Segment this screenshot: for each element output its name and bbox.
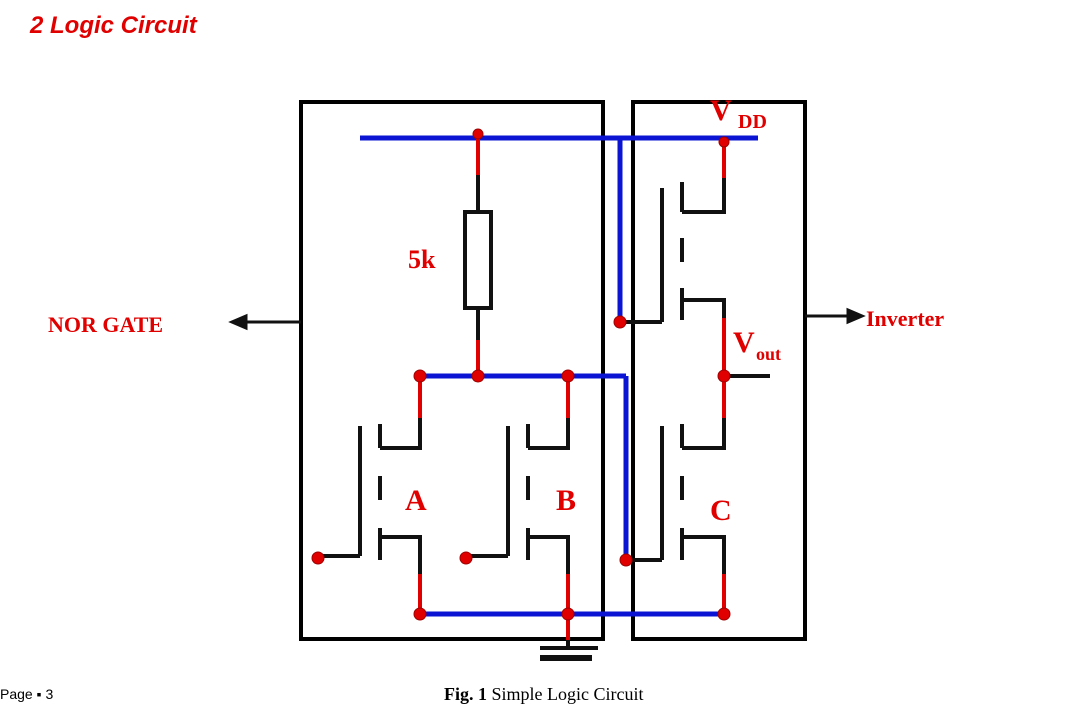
vdd-label: V DD (710, 94, 767, 133)
svg-text:V: V (733, 326, 755, 359)
nor-gate-box (299, 100, 605, 641)
svg-text:out: out (756, 344, 781, 364)
svg-text:DD: DD (738, 111, 767, 133)
transistor-b-label: B (556, 484, 576, 517)
figure-title: Simple Logic Circuit (491, 684, 644, 704)
page-number: Page ▪ 3 (0, 686, 54, 702)
transistor-c (626, 418, 726, 574)
junction-dots (311, 128, 731, 621)
nor-gate-label: NOR GATE (48, 312, 163, 337)
ground-symbol (540, 640, 598, 661)
svg-text:V: V (710, 94, 732, 127)
arrows (228, 307, 866, 331)
transistor-b (464, 418, 570, 574)
inverter-label: Inverter (866, 306, 944, 331)
resistor (463, 175, 493, 340)
transistor-a (316, 418, 422, 574)
figure-number: Fig. 1 (444, 684, 487, 704)
transistor-pmos (620, 178, 726, 324)
vout-label: V out (733, 326, 781, 364)
resistor-label: 5k (408, 245, 436, 274)
section-heading: 2 Logic Circuit (30, 12, 197, 39)
transistor-c-label: C (710, 494, 732, 527)
figure-caption: Fig. 1 Simple Logic Circuit (444, 684, 643, 705)
inverter-box (631, 100, 807, 641)
transistor-a-label: A (405, 484, 427, 517)
